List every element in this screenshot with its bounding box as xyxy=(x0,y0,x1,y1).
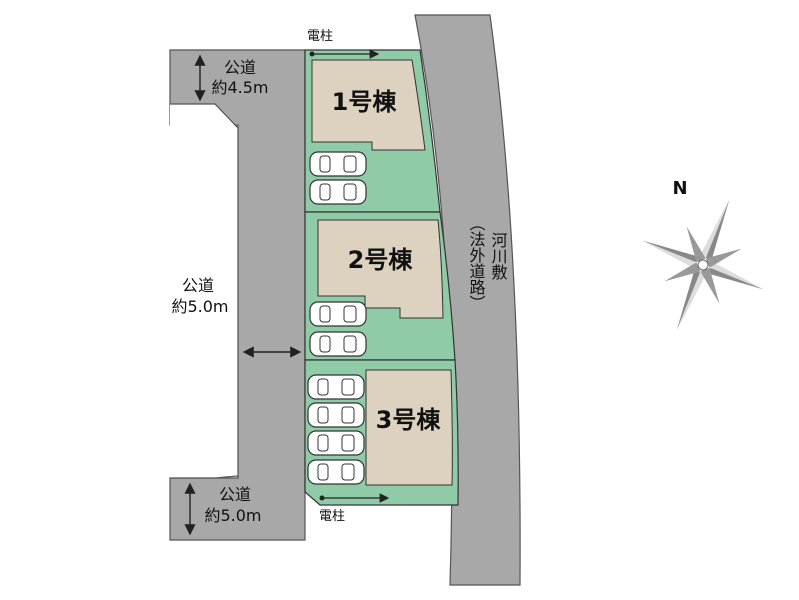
building-3 xyxy=(365,369,453,486)
building-1 xyxy=(311,59,426,151)
bottom-pole-label: 電柱 xyxy=(319,509,345,524)
parked-car xyxy=(307,459,365,485)
parked-car xyxy=(309,301,367,327)
building-1-label: 1号棟 xyxy=(332,88,398,116)
bottom-pole-marker xyxy=(319,495,325,501)
top-pole-label: 電柱 xyxy=(307,29,333,44)
riverbank-road xyxy=(414,14,521,586)
parked-car xyxy=(307,374,365,400)
top-road-label-width: 約4.5m xyxy=(211,78,268,97)
parked-car xyxy=(309,331,367,357)
compass-rose xyxy=(642,200,764,330)
bottom-road-label-width: 約5.0m xyxy=(204,506,261,525)
mid-road-label-width: 約5.0m xyxy=(171,297,228,316)
building-2 xyxy=(317,219,444,319)
building-2-label: 2号棟 xyxy=(348,246,414,274)
compass-north-label: N xyxy=(672,178,687,199)
top-pole-marker xyxy=(309,51,315,57)
parked-car xyxy=(309,179,367,205)
parked-car xyxy=(309,151,367,177)
parking-cars xyxy=(307,151,367,485)
bottom-road-label-type: 公道 xyxy=(219,485,251,504)
riverbank-sublabel: （法外道路） xyxy=(467,215,486,311)
riverbank-label: 河川敷 xyxy=(489,232,508,281)
top-road-label-type: 公道 xyxy=(224,58,256,77)
mid-road-label-type: 公道 xyxy=(182,276,214,295)
parked-car xyxy=(307,402,365,428)
building-3-label: 3号棟 xyxy=(376,406,442,434)
parked-car xyxy=(307,430,365,456)
